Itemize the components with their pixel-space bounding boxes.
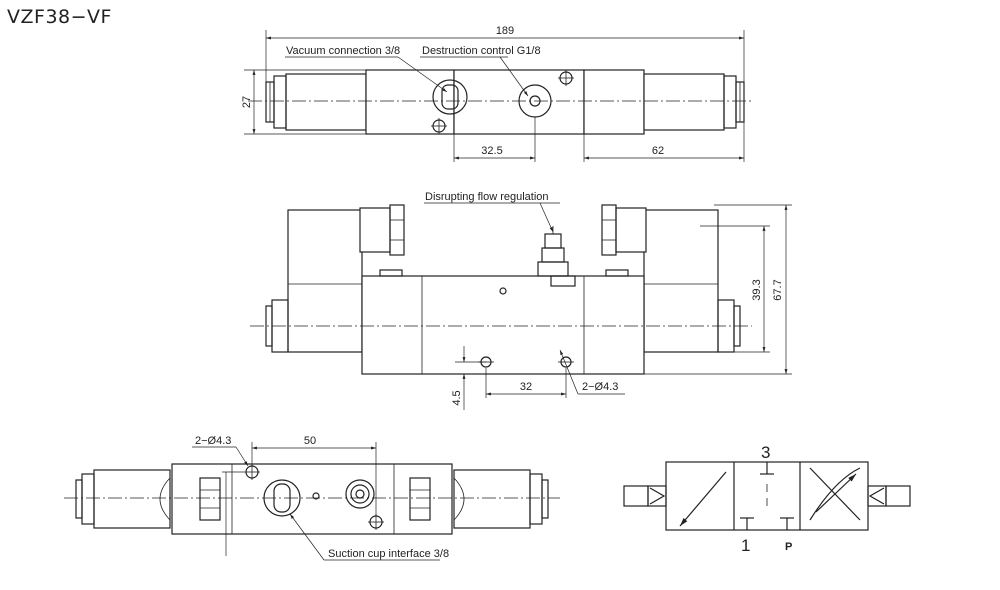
- top-view: 189 27 32.5 62 Vacuum connection 3/8 Des…: [241, 25, 752, 162]
- flow-regulator: [537, 226, 576, 287]
- front-left-solenoid: [265, 204, 405, 353]
- dim-4-5: 4.5: [451, 390, 463, 405]
- top-right-coil: [643, 73, 745, 131]
- dim-189: 189: [496, 25, 514, 37]
- page-title: VZF38−VF: [7, 6, 112, 28]
- vacuum-port: [432, 79, 468, 115]
- front-valve-body: [361, 275, 645, 375]
- valve-symbol: 3 1 P: [623, 443, 911, 555]
- bottom-fitting: [345, 479, 375, 509]
- top-left-coil: [265, 73, 367, 131]
- dim-62: 62: [652, 145, 664, 157]
- dim-67-7: 67.7: [772, 279, 784, 300]
- top-body-left: [365, 69, 455, 135]
- front-view: 39.3 67.7 32 4.5 2−Ø4.3 Disrupting flow …: [250, 191, 792, 410]
- dim-32: 32: [520, 381, 532, 393]
- dim-50: 50: [304, 435, 316, 447]
- symbol-port-3: 3: [761, 443, 770, 462]
- front-right-solenoid: [601, 204, 741, 353]
- top-body-right: [583, 69, 645, 135]
- symbol-port-p: P: [785, 541, 792, 553]
- label-front-holes: 2−Ø4.3: [582, 381, 618, 393]
- label-destruction-control: Destruction control G1/8: [422, 45, 541, 57]
- label-bottom-holes: 2−Ø4.3: [195, 435, 231, 447]
- dim-32-5: 32.5: [481, 145, 502, 157]
- bottom-view: 50 2−Ø4.3 Suction cup interface 3/8: [64, 435, 560, 561]
- dim-27: 27: [241, 96, 253, 108]
- bottom-right-coil: [453, 469, 549, 529]
- dim-39-3: 39.3: [751, 279, 763, 300]
- bottom-valve-body: [171, 463, 453, 535]
- suction-port: [263, 479, 301, 517]
- label-vacuum-connection: Vacuum connection 3/8: [286, 45, 400, 57]
- symbol-port-1: 1: [741, 536, 750, 555]
- top-mount-holes: [431, 70, 574, 134]
- bottom-left-coil: [75, 469, 171, 529]
- label-suction-interface: Suction cup interface 3/8: [328, 548, 449, 560]
- label-flow-regulation: Disrupting flow regulation: [425, 191, 549, 203]
